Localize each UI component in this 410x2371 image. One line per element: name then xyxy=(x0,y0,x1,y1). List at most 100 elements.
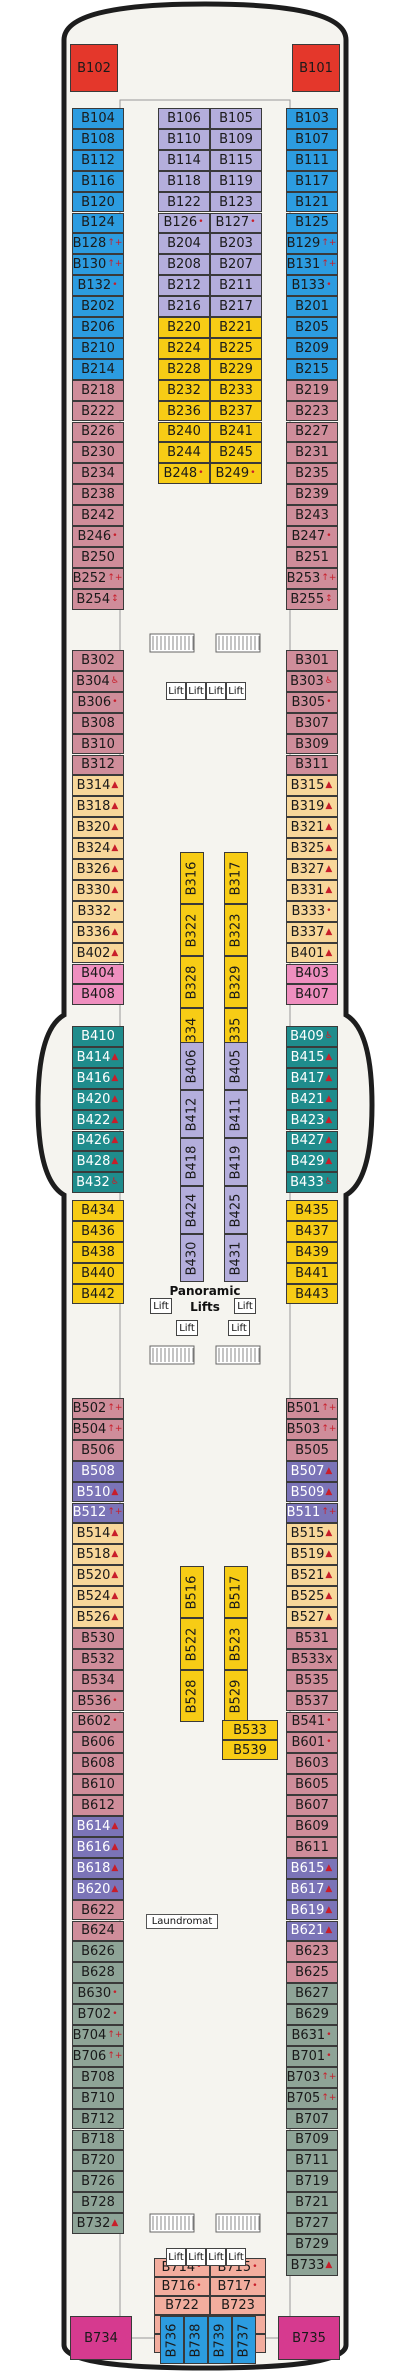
cabin-b507[interactable]: B507▲ xyxy=(286,1460,338,1482)
cabin-b307[interactable]: B307 xyxy=(286,712,338,734)
cabin-b244[interactable]: B244 xyxy=(158,442,210,464)
cabin-b511[interactable]: B511↑+ xyxy=(286,1502,338,1524)
cabin-b719[interactable]: B719 xyxy=(286,2171,338,2193)
cabin-b323[interactable]: B323 xyxy=(224,904,248,956)
cabin-b505[interactable]: B505 xyxy=(286,1439,338,1461)
cabin-b202[interactable]: B202 xyxy=(72,296,124,317)
cabin-b626[interactable]: B626 xyxy=(72,1941,124,1963)
cabin-b417[interactable]: B417▲ xyxy=(286,1067,338,1089)
cabin-b120[interactable]: B120 xyxy=(72,191,124,213)
cabin-b704[interactable]: B704↑+ xyxy=(72,2025,124,2046)
cabin-b721[interactable]: B721 xyxy=(286,2192,338,2214)
cabin-b517[interactable]: B517 xyxy=(224,1566,248,1618)
cabin-b401[interactable]: B401▲ xyxy=(286,942,338,964)
cabin-b302[interactable]: B302 xyxy=(72,650,124,671)
cabin-b322[interactable]: B322 xyxy=(180,904,204,956)
cabin-b608[interactable]: B608 xyxy=(72,1753,124,1775)
cabin-b718[interactable]: B718 xyxy=(72,2129,124,2151)
cabin-b114[interactable]: B114 xyxy=(158,149,210,171)
cabin-b437[interactable]: B437 xyxy=(286,1220,338,1242)
cabin-b324[interactable]: B324▲ xyxy=(72,838,124,859)
cabin-b736[interactable]: B736 xyxy=(160,2316,184,2364)
cabin-b423[interactable]: B423▲ xyxy=(286,1109,338,1131)
cabin-b116[interactable]: B116 xyxy=(72,170,124,192)
cabin-b248[interactable]: B248• xyxy=(158,463,210,485)
cabin-b435[interactable]: B435 xyxy=(286,1200,338,1221)
cabin-b425[interactable]: B425 xyxy=(224,1186,248,1234)
cabin-b325[interactable]: B325▲ xyxy=(286,838,338,859)
cabin-b226[interactable]: B226 xyxy=(72,421,124,443)
cabin-b208[interactable]: B208 xyxy=(158,254,210,276)
cabin-b439[interactable]: B439 xyxy=(286,1241,338,1263)
cabin-b406[interactable]: B406 xyxy=(180,1042,204,1090)
cabin-b318[interactable]: B318▲ xyxy=(72,796,124,818)
cabin-b230[interactable]: B230 xyxy=(72,442,124,464)
cabin-b236[interactable]: B236 xyxy=(158,400,210,422)
cabin-b223[interactable]: B223 xyxy=(286,400,338,422)
cabin-b415[interactable]: B415▲ xyxy=(286,1046,338,1068)
cabin-b117[interactable]: B117 xyxy=(286,170,338,192)
cabin-b102[interactable]: B102 xyxy=(70,44,118,92)
cabin-b207[interactable]: B207 xyxy=(210,254,262,276)
cabin-b228[interactable]: B228 xyxy=(158,358,210,380)
cabin-b404[interactable]: B404 xyxy=(72,963,124,985)
cabin-b241[interactable]: B241 xyxy=(210,421,262,443)
cabin-b424[interactable]: B424 xyxy=(180,1186,204,1234)
cabin-b617[interactable]: B617▲ xyxy=(286,1878,338,1900)
cabin-b304[interactable]: B304♿ xyxy=(72,670,124,692)
cabin-b612[interactable]: B612 xyxy=(72,1795,124,1816)
cabin-b130[interactable]: B130↑+ xyxy=(72,254,124,276)
cabin-b315[interactable]: B315▲ xyxy=(286,775,338,797)
cabin-b631[interactable]: B631• xyxy=(286,2025,338,2046)
cabin-b523[interactable]: B523 xyxy=(224,1618,248,1670)
cabin-b516[interactable]: B516 xyxy=(180,1566,204,1618)
cabin-b521[interactable]: B521▲ xyxy=(286,1565,338,1587)
cabin-b723[interactable]: B723 xyxy=(210,2296,266,2315)
cabin-b221[interactable]: B221 xyxy=(210,317,262,338)
cabin-b712[interactable]: B712 xyxy=(72,2108,124,2130)
cabin-b311[interactable]: B311 xyxy=(286,754,338,776)
cabin-b255[interactable]: B255↕ xyxy=(286,588,338,610)
cabin-b518[interactable]: B518▲ xyxy=(72,1544,124,1566)
cabin-b229[interactable]: B229 xyxy=(210,358,262,380)
cabin-b440[interactable]: B440 xyxy=(72,1262,124,1284)
cabin-b432[interactable]: B432♿ xyxy=(72,1172,124,1194)
cabin-b243[interactable]: B243 xyxy=(286,505,338,526)
cabin-b605[interactable]: B605 xyxy=(286,1774,338,1796)
cabin-b428[interactable]: B428▲ xyxy=(72,1151,124,1173)
cabin-b215[interactable]: B215 xyxy=(286,358,338,380)
cabin-b321[interactable]: B321▲ xyxy=(286,817,338,839)
cabin-b250[interactable]: B250 xyxy=(72,546,124,568)
cabin-b735[interactable]: B735 xyxy=(278,2316,340,2360)
cabin-b502[interactable]: B502↑+ xyxy=(72,1398,124,1419)
cabin-b411[interactable]: B411 xyxy=(224,1090,248,1138)
cabin-b247[interactable]: B247• xyxy=(286,526,338,547)
cabin-b312[interactable]: B312 xyxy=(72,754,124,776)
cabin-b245[interactable]: B245 xyxy=(210,442,262,464)
cabin-b443[interactable]: B443 xyxy=(286,1283,338,1305)
cabin-b209[interactable]: B209 xyxy=(286,337,338,359)
cabin-b333[interactable]: B333• xyxy=(286,900,338,922)
cabin-b235[interactable]: B235 xyxy=(286,463,338,485)
cabin-b128[interactable]: B128↑+ xyxy=(72,233,124,255)
cabin-b728[interactable]: B728 xyxy=(72,2192,124,2214)
cabin-b225[interactable]: B225 xyxy=(210,337,262,359)
cabin-b509[interactable]: B509▲ xyxy=(286,1481,338,1503)
cabin-b122[interactable]: B122 xyxy=(158,191,210,213)
cabin-b618[interactable]: B618▲ xyxy=(72,1857,124,1879)
cabin-b427[interactable]: B427▲ xyxy=(286,1130,338,1152)
cabin-b732[interactable]: B732▲ xyxy=(72,2213,124,2234)
cabin-b530[interactable]: B530 xyxy=(72,1627,124,1649)
cabin-b125[interactable]: B125 xyxy=(286,212,338,234)
cabin-b622[interactable]: B622 xyxy=(72,1899,124,1921)
cabin-b504[interactable]: B504↑+ xyxy=(72,1418,124,1440)
cabin-b621[interactable]: B621▲ xyxy=(286,1920,338,1942)
cabin-b625[interactable]: B625 xyxy=(286,1962,338,1984)
cabin-b429[interactable]: B429▲ xyxy=(286,1151,338,1173)
cabin-b306[interactable]: B306• xyxy=(72,691,124,713)
cabin-b616[interactable]: B616▲ xyxy=(72,1836,124,1858)
cabin-b529[interactable]: B529 xyxy=(224,1670,248,1722)
cabin-b105[interactable]: B105 xyxy=(210,108,262,129)
cabin-b737[interactable]: B737 xyxy=(232,2316,256,2364)
cabin-b739[interactable]: B739 xyxy=(208,2316,232,2364)
